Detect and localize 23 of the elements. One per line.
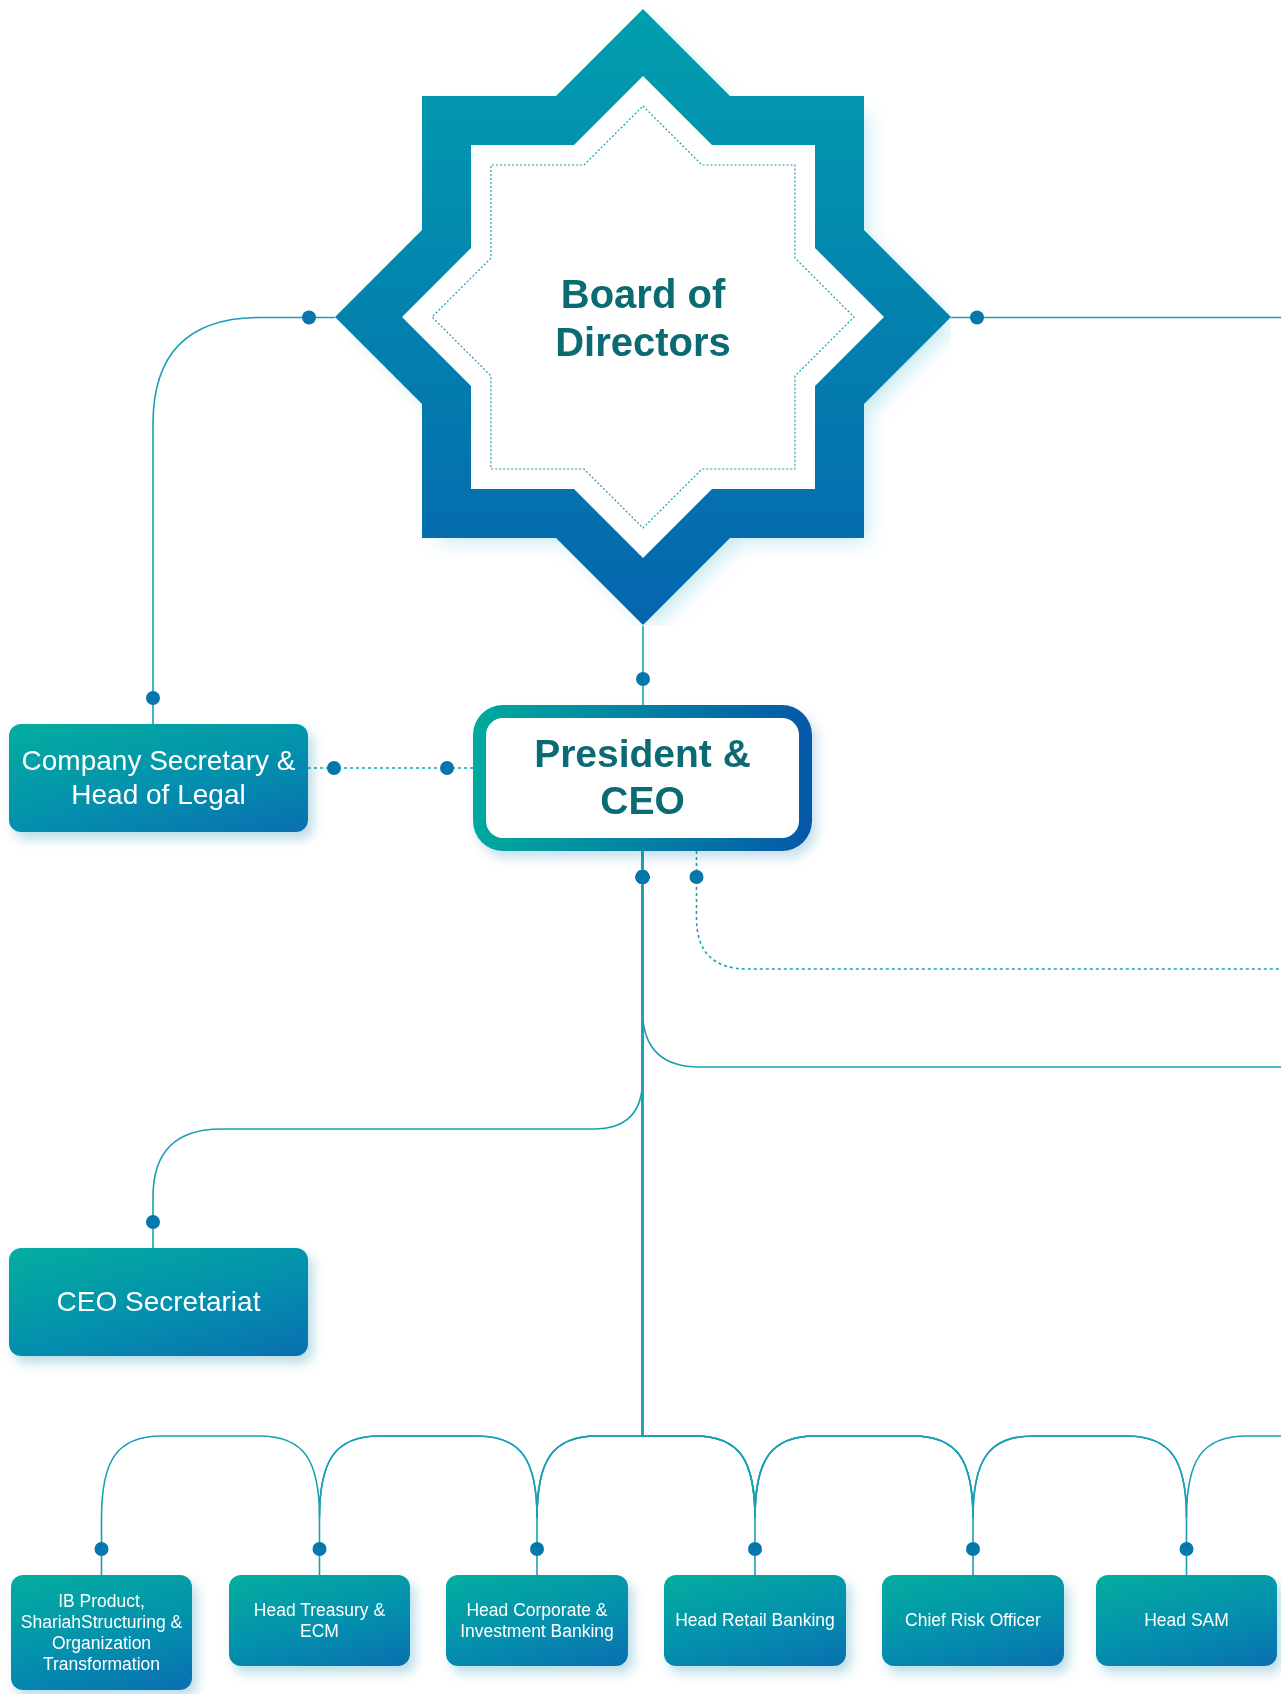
node-label: IB Product, ShariahStructuring & Organization Transformation xyxy=(19,1590,184,1675)
node-label: Company Secretary & Head of Legal xyxy=(20,744,297,812)
connector-line xyxy=(689,850,1281,970)
department-box xyxy=(882,1575,1064,1666)
node-label: Head SAM xyxy=(1144,1610,1229,1631)
node-label: Head Corporate & Investment Banking xyxy=(459,1599,615,1642)
node-label: President & CEO xyxy=(533,731,752,824)
department-box xyxy=(9,1248,308,1356)
node-label: Chief Risk Officer xyxy=(905,1610,1041,1631)
department-box xyxy=(11,1575,192,1690)
connector-line xyxy=(307,761,474,775)
node-label: Head Retail Banking xyxy=(675,1610,835,1631)
department-box xyxy=(664,1575,846,1666)
connector-line xyxy=(950,310,1281,325)
connector-line xyxy=(146,310,336,725)
department-box xyxy=(229,1575,410,1666)
node-label: Board of Directors xyxy=(554,270,732,366)
node-label: CEO Secretariat xyxy=(56,1285,261,1319)
node-label: Head Treasury & ECM xyxy=(252,1599,387,1642)
department-box xyxy=(1096,1575,1277,1666)
connector-line xyxy=(636,625,650,706)
department-box xyxy=(446,1575,628,1666)
department-box xyxy=(9,724,308,832)
